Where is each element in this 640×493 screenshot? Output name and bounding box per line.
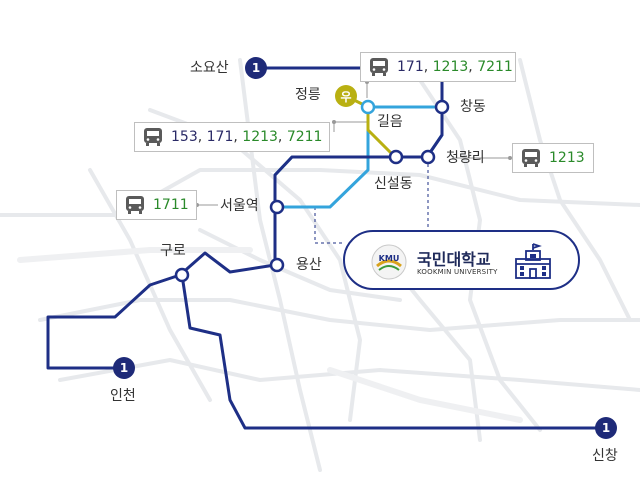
line-1-branch	[46, 107, 444, 370]
line-1-badge-soyosan: 1	[245, 57, 267, 79]
station-label-seoulstation: 서울역	[220, 198, 259, 214]
bus-icon	[370, 58, 388, 76]
line-1-badge-sinchang: 1	[595, 417, 617, 439]
station-label-guro: 구로	[160, 243, 186, 259]
bus-route: 1213	[242, 129, 278, 145]
station-marker-gireum[interactable]	[360, 99, 376, 115]
station-label-changdong: 창동	[460, 99, 486, 115]
bus-icon	[144, 128, 162, 146]
bus-route: 171	[206, 129, 234, 145]
station-label-cheongnyangni: 청량리	[446, 150, 485, 166]
ui-line-badge: 우	[335, 85, 357, 107]
bus-route: 7211	[477, 59, 513, 75]
station-marker-yongsan[interactable]	[269, 257, 285, 273]
university-subtitle: KOOKMIN UNIVERSITY	[417, 268, 498, 276]
station-marker-sinseoldong[interactable]	[388, 149, 404, 165]
kmu-logo-text: KMU	[379, 254, 400, 263]
university-name: 국민대학교	[417, 250, 491, 269]
station-label-sinchang: 신창	[592, 448, 618, 464]
station-label-sinseoldong: 신설동	[374, 176, 413, 192]
bus-route: 1213	[549, 150, 585, 166]
bus-route: 1213	[432, 59, 469, 75]
bus-connector-dot	[508, 156, 512, 160]
bus-route: 7211	[286, 129, 323, 145]
bus-box-left: 153, 171, 1213, 7211	[134, 122, 330, 152]
bus-connectors	[197, 82, 510, 206]
bus-icon	[522, 149, 540, 167]
background-network-dark	[17, 247, 523, 423]
line-1-south	[180, 274, 606, 430]
bus-box-seoul: 1711	[116, 190, 197, 220]
university-building-icon	[515, 243, 551, 279]
station-marker-seoulstation[interactable]	[269, 199, 285, 215]
station-label-yongsan: 용산	[296, 257, 322, 273]
station-label-jeongneung: 정릉	[295, 87, 321, 103]
line-1-badge-incheon: 1	[113, 357, 135, 379]
bus-route: 153	[171, 129, 198, 145]
bus-route: 1711	[153, 197, 189, 213]
bus-icon	[126, 196, 144, 214]
station-marker-changdong[interactable]	[434, 99, 450, 115]
destination-kookmin-university[interactable]: KMU 국민대학교 KOOKMIN UNIVERSITY	[343, 230, 580, 290]
station-label-soyosan: 소요산	[190, 60, 229, 76]
bus-route: 171	[397, 59, 424, 75]
station-label-incheon: 인천	[110, 388, 136, 404]
bus-box-top: 171, 1213, 7211	[360, 52, 516, 82]
station-marker-guro[interactable]	[174, 267, 190, 283]
station-marker-cheongnyangni[interactable]	[420, 149, 436, 165]
bus-box-right: 1213	[512, 143, 594, 173]
kmu-logo-icon: KMU	[371, 244, 407, 280]
line-yellow	[345, 94, 397, 159]
bus-connector-dot	[332, 120, 336, 124]
station-label-gireum: 길음	[377, 114, 403, 130]
